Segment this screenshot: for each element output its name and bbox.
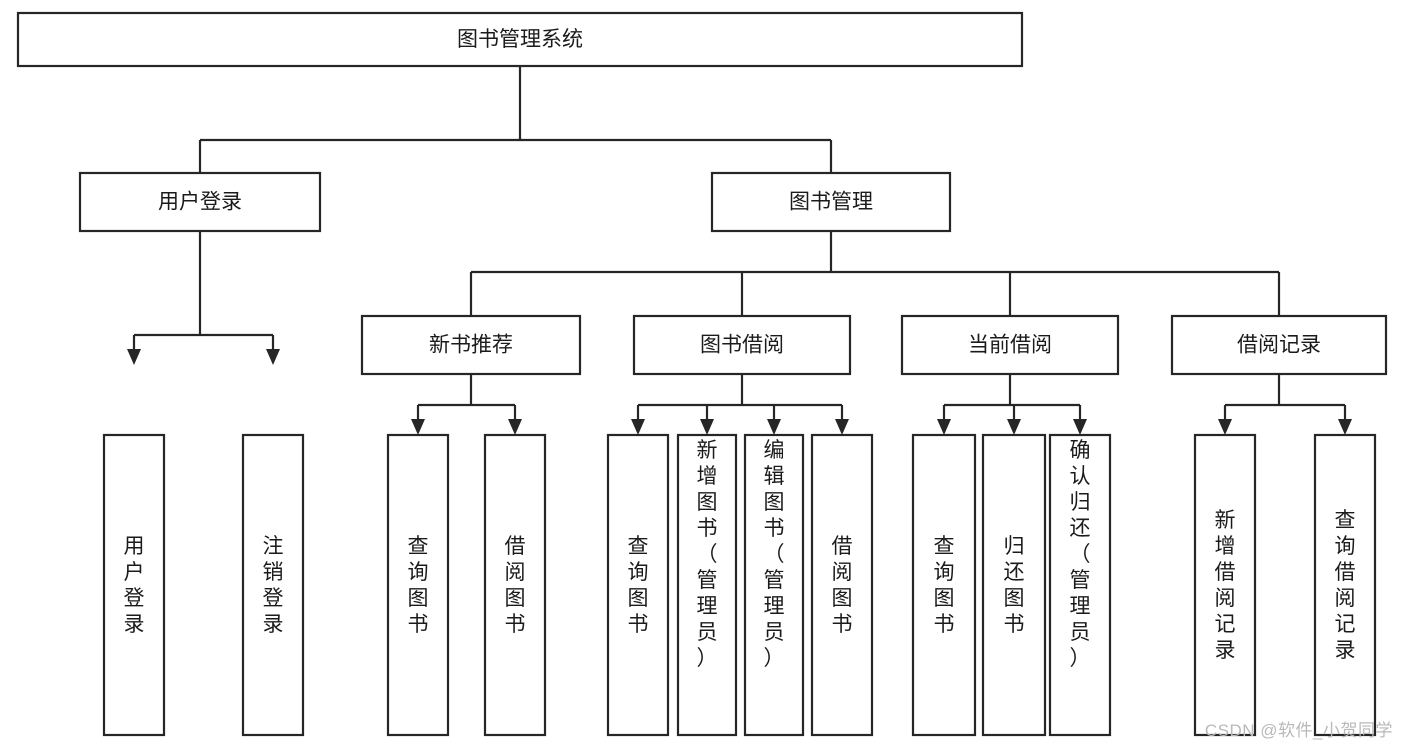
node-用户登录[interactable]: 用户登录 — [78, 171, 322, 233]
node-box — [78, 171, 322, 233]
node-label: 查询图书 — [408, 535, 429, 636]
node-box — [981, 433, 1047, 737]
node-box — [710, 171, 952, 233]
leaf-node-查询图书[interactable]: 查询图书 — [606, 433, 670, 737]
nodes-layer: 图书管理系统用户登录图书管理新书推荐图书借阅当前借阅借阅记录用户登录注销登录查询… — [16, 11, 1388, 737]
node-label: 借阅记录 — [1237, 334, 1321, 357]
node-当前借阅[interactable]: 当前借阅 — [900, 314, 1120, 376]
arrow-head-icon — [1007, 419, 1021, 435]
leaf-node-查询图书[interactable]: 查询图书 — [386, 433, 450, 737]
node-图书借阅[interactable]: 图书借阅 — [632, 314, 852, 376]
node-label: 查询图书 — [934, 535, 955, 636]
node-label: 编辑图书（管理员） — [764, 439, 785, 670]
edge-group-0 — [418, 374, 515, 407]
arrow-head-icon — [1218, 419, 1232, 435]
leaf-node-用户登录[interactable]: 用户登录 — [102, 433, 166, 737]
node-box — [1313, 433, 1377, 737]
leaf-node-查询借阅记录[interactable]: 查询借阅记录 — [1313, 433, 1377, 737]
arrow-head-icon — [1073, 419, 1087, 435]
node-label: 归还图书 — [1004, 535, 1025, 636]
edge-group-1 — [638, 374, 842, 407]
node-box — [483, 433, 547, 737]
node-label: 新增借阅记录 — [1215, 509, 1236, 662]
node-box — [386, 433, 450, 737]
leaf-node-归还图书[interactable]: 归还图书 — [981, 433, 1047, 737]
node-label: 查询图书 — [628, 535, 649, 636]
node-box — [360, 314, 582, 376]
node-box — [900, 314, 1120, 376]
node-box — [1193, 433, 1257, 737]
leaf-node-查询图书[interactable]: 查询图书 — [911, 433, 977, 737]
leaf-node-新增借阅记录[interactable]: 新增借阅记录 — [1193, 433, 1257, 737]
node-label: 借阅图书 — [832, 535, 853, 636]
node-box — [1170, 314, 1388, 376]
node-label: 查询借阅记录 — [1335, 509, 1356, 662]
arrow-head-icon — [508, 419, 522, 435]
leaf-node-确认归还管理员[interactable]: 确认归还（管理员） — [1048, 433, 1112, 737]
connectors-layer — [127, 66, 1352, 435]
node-box — [743, 433, 805, 737]
leaf-node-新增图书管理员[interactable]: 新增图书（管理员） — [676, 433, 738, 737]
edge-group-2 — [944, 374, 1080, 407]
edge-manage-to-level2 — [471, 231, 1279, 274]
arrow-head-icon — [266, 349, 280, 365]
arrow-head-icon — [631, 419, 645, 435]
arrow-head-icon — [767, 419, 781, 435]
node-label: 当前借阅 — [968, 334, 1052, 357]
leaf-node-借阅图书[interactable]: 借阅图书 — [483, 433, 547, 737]
leaf-node-注销登录[interactable]: 注销登录 — [241, 433, 305, 737]
leaf-node-编辑图书管理员[interactable]: 编辑图书（管理员） — [743, 433, 805, 737]
node-label: 确认归还（管理员） — [1070, 439, 1091, 670]
root-node-图书管理系统[interactable]: 图书管理系统 — [16, 11, 1024, 68]
node-label: 用户登录 — [158, 191, 242, 214]
node-label: 图书管理 — [789, 191, 873, 214]
node-box — [632, 314, 852, 376]
node-借阅记录[interactable]: 借阅记录 — [1170, 314, 1388, 376]
arrow-head-icon — [127, 349, 141, 365]
edge-group-3 — [1225, 374, 1345, 407]
node-label: 图书管理系统 — [457, 28, 583, 51]
node-box — [676, 433, 738, 737]
leaf-node-借阅图书[interactable]: 借阅图书 — [810, 433, 874, 737]
node-图书管理[interactable]: 图书管理 — [710, 171, 952, 233]
node-box — [1048, 433, 1112, 737]
node-box — [241, 433, 305, 737]
node-label: 借阅图书 — [505, 535, 526, 636]
arrow-head-icon — [411, 419, 425, 435]
node-box — [102, 433, 166, 737]
node-box — [810, 433, 874, 737]
node-label: 图书借阅 — [700, 334, 784, 357]
arrow-head-icon — [700, 419, 714, 435]
node-label: 新增图书（管理员） — [697, 439, 718, 670]
node-box — [911, 433, 977, 737]
node-新书推荐[interactable]: 新书推荐 — [360, 314, 582, 376]
edge-root-to-level1 — [200, 66, 831, 142]
node-label: 新书推荐 — [429, 334, 513, 357]
edge-login-to-leaves — [134, 231, 273, 337]
arrow-head-icon — [835, 419, 849, 435]
arrow-head-icon — [937, 419, 951, 435]
node-label: 注销登录 — [263, 535, 284, 636]
node-box — [606, 433, 670, 737]
node-box — [16, 11, 1024, 68]
arrow-head-icon — [1338, 419, 1352, 435]
node-label: 用户登录 — [124, 535, 145, 636]
